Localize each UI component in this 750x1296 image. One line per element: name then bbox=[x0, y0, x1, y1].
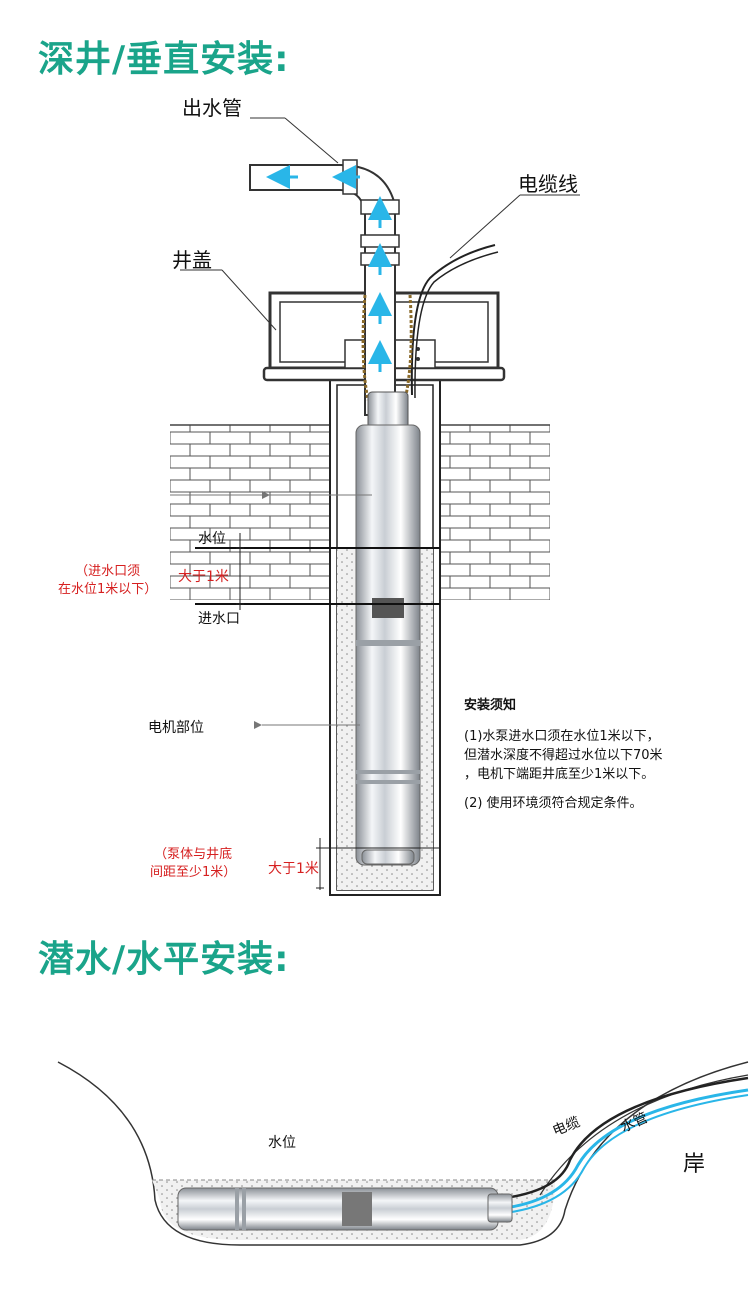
horizontal-install-heading: 潜水/水平安装: bbox=[38, 939, 290, 980]
horizontal-cable bbox=[504, 1076, 749, 1200]
horizontal-pump bbox=[177, 1187, 513, 1231]
cable-line bbox=[410, 244, 496, 396]
outlet-pipe-label: 出水管 bbox=[182, 96, 242, 120]
vertical-install-heading: 深井/垂直安装: bbox=[38, 39, 290, 80]
gt-1m-bottom-label: 大于1米 bbox=[268, 861, 319, 877]
install-note-item1-line3: ，电机下端距井底至少1米以下。 bbox=[464, 767, 655, 782]
bottom-note: （泵体与井底 间距至少1米） bbox=[150, 846, 236, 882]
gt-1m-top-label: 大于1米 bbox=[178, 569, 229, 585]
bottom-note-line2: 间距至少1米） bbox=[150, 865, 237, 880]
shore-label: 岸 bbox=[683, 1152, 706, 1177]
install-notes: 安装须知 (1)水泵进水口须在水位1米以下， 但潜水深度不得超过水位以下70米 … bbox=[464, 696, 744, 823]
inlet-note-line2: 在水位1米以下） bbox=[58, 582, 158, 597]
motor-label: 电机部位 bbox=[148, 720, 204, 736]
install-note-item1-line1: (1)水泵进水口须在水位1米以下， bbox=[464, 729, 660, 744]
water-level-label: 水位 bbox=[198, 531, 226, 547]
inlet-label: 进水口 bbox=[198, 611, 240, 627]
shore-edge bbox=[539, 1074, 749, 1196]
install-note-item2: (2) 使用环境须符合规定条件。 bbox=[464, 796, 643, 811]
inlet-note-line1: （进水口须 bbox=[75, 564, 141, 579]
horizontal-water-pipe bbox=[504, 1088, 749, 1210]
brick-wall-left bbox=[170, 425, 330, 600]
pond-basin bbox=[57, 1061, 749, 1246]
horizontal-water-level-label: 水位 bbox=[268, 1135, 296, 1151]
brick-wall-right bbox=[440, 425, 550, 600]
vertical-pump bbox=[355, 391, 421, 866]
install-note-item1: (1)水泵进水口须在水位1米以下， 但潜水深度不得超过水位以下70米 ，电机下端… bbox=[464, 727, 744, 784]
cable-label: 电缆线 bbox=[518, 172, 578, 196]
well-cover-label: 井盖 bbox=[172, 248, 212, 272]
install-notes-title: 安装须知 bbox=[464, 698, 517, 713]
install-note-item1-line2: 但潜水深度不得超过水位以下70米 bbox=[464, 748, 663, 763]
bottom-note-line1: （泵体与井底 bbox=[154, 847, 233, 862]
inlet-note: （进水口须 在水位1米以下） bbox=[58, 563, 157, 599]
